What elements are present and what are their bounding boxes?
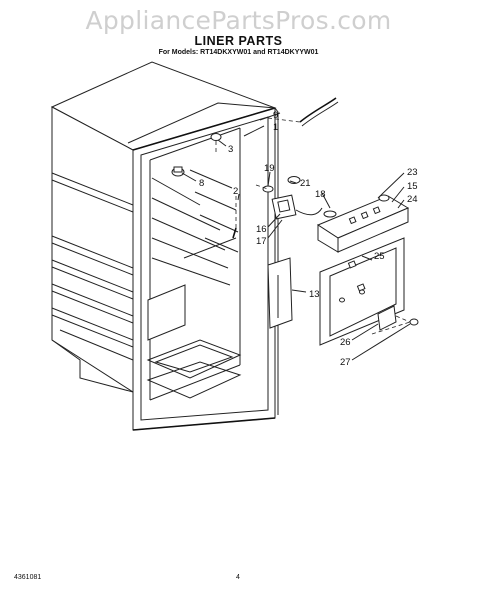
callout-numbers: 1 9 3 8 2 19 21 18 16 17 23 15 24 25 13 … — [199, 110, 418, 368]
part-8-socket — [171, 166, 185, 177]
part-26-bracket — [377, 305, 411, 331]
part-27-screw — [371, 318, 419, 335]
callout-1: 1 — [273, 122, 278, 133]
page-number: 4 — [236, 574, 240, 581]
callout-3: 3 — [228, 144, 233, 155]
callout-18: 18 — [315, 189, 326, 200]
diagram-title: LINER PARTS — [194, 34, 283, 48]
callout-21: 21 — [300, 178, 311, 189]
callout-8: 8 — [199, 178, 204, 189]
part-13-panel — [267, 257, 293, 329]
leader-lines — [181, 112, 411, 361]
part-9-bar — [267, 97, 339, 127]
part-2-rod — [183, 196, 237, 259]
callout-2: 2 — [233, 186, 238, 197]
callout-17: 17 — [256, 236, 267, 247]
callout-9: 9 — [273, 110, 278, 121]
part-25-cover — [319, 237, 405, 346]
callout-26: 26 — [340, 337, 351, 348]
callout-13: 13 — [309, 289, 320, 300]
callout-15: 15 — [407, 181, 418, 192]
callout-19: 19 — [264, 163, 275, 174]
model-subtitle: For Models: RT14DKXYW01 and RT14DKYYW01 — [158, 49, 319, 56]
part-3-grommet — [210, 133, 222, 152]
watermark-logo: AppliancePartsPros.com — [85, 6, 392, 35]
liner-cabinet — [50, 61, 279, 431]
callout-23: 23 — [407, 167, 418, 178]
document-number: 4361081 — [14, 574, 42, 581]
control-housing — [316, 194, 410, 253]
callout-27: 27 — [340, 357, 351, 368]
thermostat-assembly — [255, 176, 337, 220]
callout-16: 16 — [256, 224, 267, 235]
callout-25: 25 — [374, 251, 385, 262]
callout-24: 24 — [407, 194, 418, 205]
